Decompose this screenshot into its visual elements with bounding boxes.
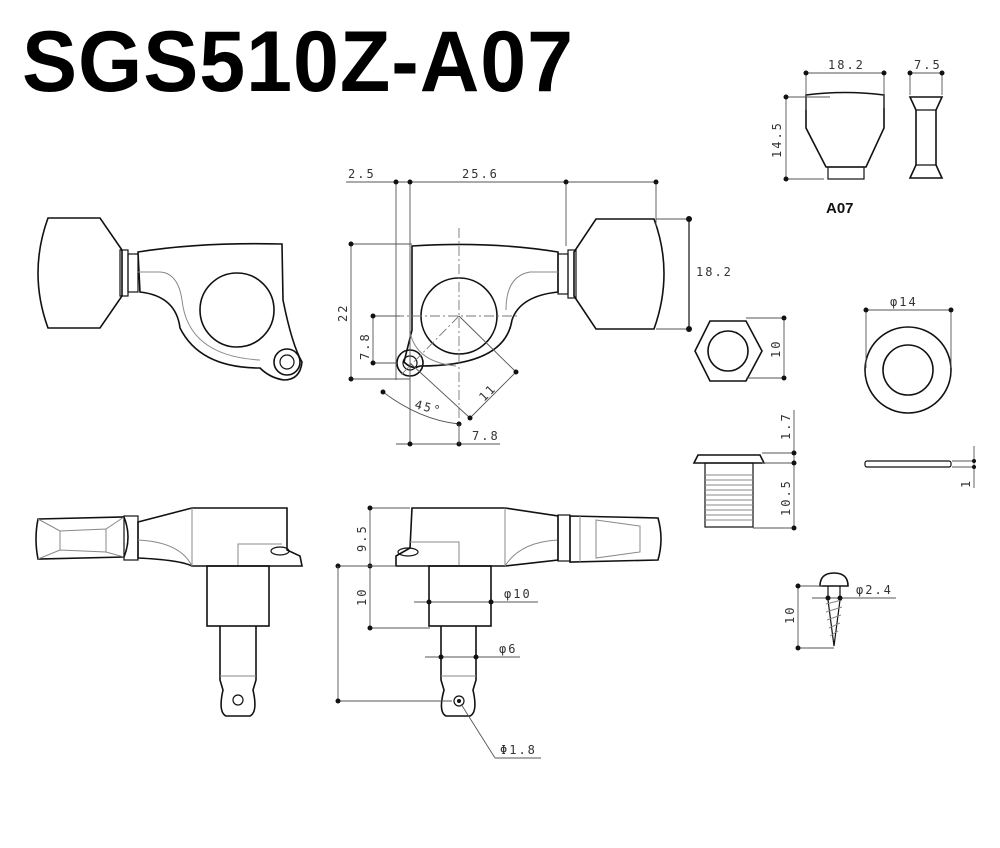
angle-label: 45°: [413, 397, 443, 418]
button-code-label: A07: [826, 200, 854, 217]
screw-diameter-label: φ2.4: [856, 583, 893, 597]
button-side-width-label: 7.5: [914, 58, 942, 72]
nut-size-label: 10: [769, 340, 783, 358]
product-title: SGS510Z-A07: [22, 14, 575, 110]
offset-label: 2.5: [348, 167, 376, 181]
tuner-front-dimensioned: 11 45° 2.5 25.6 18.2 22 7.8: [336, 167, 733, 447]
body-height-label: 22: [336, 304, 350, 322]
button-detail: 18.2 14.5 7.5 A07: [770, 58, 945, 217]
screw-length-label: 10: [783, 606, 797, 624]
screw-radius-label: 11: [476, 381, 499, 404]
length-label: 25.6: [462, 167, 499, 181]
washer: φ14 1: [863, 295, 976, 488]
post-length-label: 10: [355, 588, 369, 606]
hex-nut: 10: [694, 315, 787, 382]
screw-offset-v-label: 7.8: [358, 332, 372, 360]
washer-diameter-label: φ14: [890, 295, 918, 309]
bushing-thread-label: 10.5: [779, 479, 793, 516]
washer-thickness-label: 1: [959, 479, 973, 488]
hole-diameter-label: Φ1.8: [500, 743, 537, 757]
button-height-label: 14.5: [770, 121, 784, 158]
button-width-label: 18.2: [828, 58, 865, 72]
bushing-flange-label: 1.7: [779, 412, 793, 440]
post-diameter-label: φ10: [504, 587, 532, 601]
tuner-front-left: [37, 217, 303, 381]
button-height-dim-label: 18.2: [696, 265, 733, 279]
wood-screw: 10 φ2.4: [783, 572, 896, 651]
tuner-side-dimensioned: 9.5 10 φ10 φ6 Φ1.8: [335, 505, 662, 759]
housing-height-label: 9.5: [355, 524, 369, 552]
bushing: 1.7 10.5: [692, 410, 797, 531]
screw-offset-h-label: 7.8: [472, 429, 500, 443]
tuner-side-left: [35, 507, 303, 717]
shaft-diameter-label: φ6: [499, 642, 517, 656]
